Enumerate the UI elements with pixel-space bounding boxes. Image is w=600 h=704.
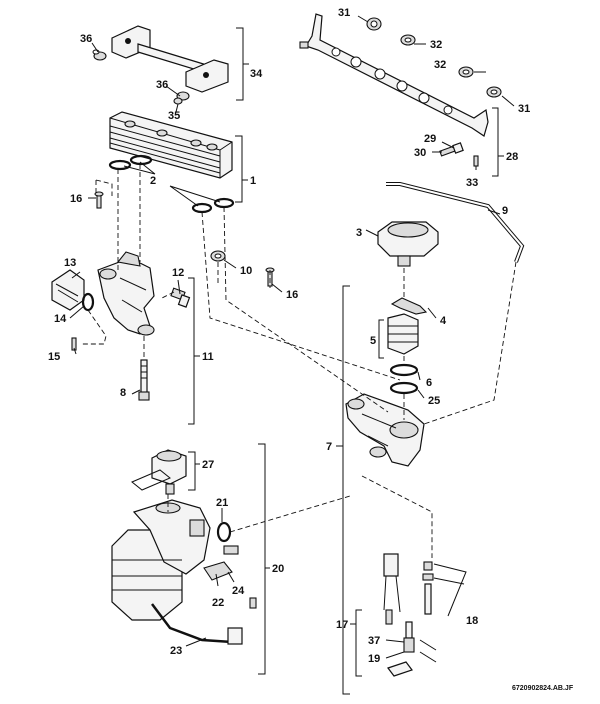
label-8: 8 [120, 387, 126, 399]
flow-switch-17 [383, 553, 434, 677]
bracket-1 [235, 135, 248, 203]
label-32-b: 32 [434, 59, 446, 71]
label-19: 19 [368, 653, 380, 665]
hydraulic-block-11 [97, 251, 155, 336]
label-21: 21 [216, 497, 228, 509]
label-36-b: 36 [156, 79, 168, 91]
label-34: 34 [250, 68, 263, 80]
label-20: 20 [272, 563, 284, 575]
air-vent-27 [131, 449, 187, 495]
hydraulic-block-7 [345, 393, 425, 467]
label-11: 11 [202, 351, 214, 363]
label-6: 6 [426, 377, 432, 389]
bracket-28 [492, 107, 504, 177]
heat-exchanger-1 [109, 111, 233, 179]
label-12: 12 [172, 267, 184, 279]
clip-4 [390, 297, 428, 315]
label-24: 24 [232, 585, 245, 597]
label-16-a: 16 [70, 193, 82, 205]
label-30: 30 [414, 147, 426, 159]
bracket-20 [258, 443, 270, 675]
label-35: 35 [168, 110, 180, 122]
label-2: 2 [150, 175, 156, 187]
assembly-lines [80, 164, 517, 558]
label-4: 4 [440, 315, 447, 327]
label-5: 5 [370, 335, 376, 347]
label-33: 33 [466, 177, 478, 189]
pump-20 [111, 499, 257, 645]
valve-12 [170, 287, 191, 308]
label-10: 10 [240, 265, 252, 277]
label-16-b: 16 [286, 289, 298, 301]
label-28: 28 [506, 151, 518, 163]
cartridge-5 [387, 313, 419, 355]
drawing-code: 6720902824.AB.JF [512, 685, 574, 692]
sensor-8 [138, 359, 150, 401]
label-15: 15 [48, 351, 60, 363]
label-14: 14 [54, 313, 67, 325]
bracket-5 [378, 319, 384, 359]
mounting-rail-28 [299, 13, 489, 137]
label-22: 22 [212, 597, 224, 609]
bracket-27 [188, 451, 200, 491]
callout-labels: 36 34 36 35 31 32 32 31 29 30 28 33 2 1 … [48, 7, 574, 692]
label-18: 18 [466, 615, 478, 627]
label-3: 3 [356, 227, 362, 239]
screw-16-left [94, 191, 104, 209]
bracket-17 [350, 609, 362, 677]
label-36-a: 36 [80, 33, 92, 45]
label-25: 25 [428, 395, 440, 407]
bracket-assembly-34 [92, 25, 229, 105]
bracket-34 [236, 27, 249, 101]
cap-3 [377, 221, 439, 267]
label-27: 27 [202, 459, 214, 471]
label-13: 13 [64, 257, 76, 269]
label-7: 7 [326, 441, 332, 453]
label-17: 17 [336, 619, 348, 631]
label-31-a: 31 [338, 7, 350, 19]
label-37: 37 [368, 635, 380, 647]
label-23: 23 [170, 645, 182, 657]
label-1: 1 [250, 175, 256, 187]
leader-lines [69, 15, 515, 659]
bracket-11 [188, 277, 200, 425]
label-9: 9 [502, 205, 508, 217]
bracket-7 [336, 285, 350, 695]
connector-13 [51, 269, 95, 312]
label-32-a: 32 [430, 39, 442, 51]
label-31-b: 31 [518, 103, 530, 115]
label-29: 29 [424, 133, 436, 145]
